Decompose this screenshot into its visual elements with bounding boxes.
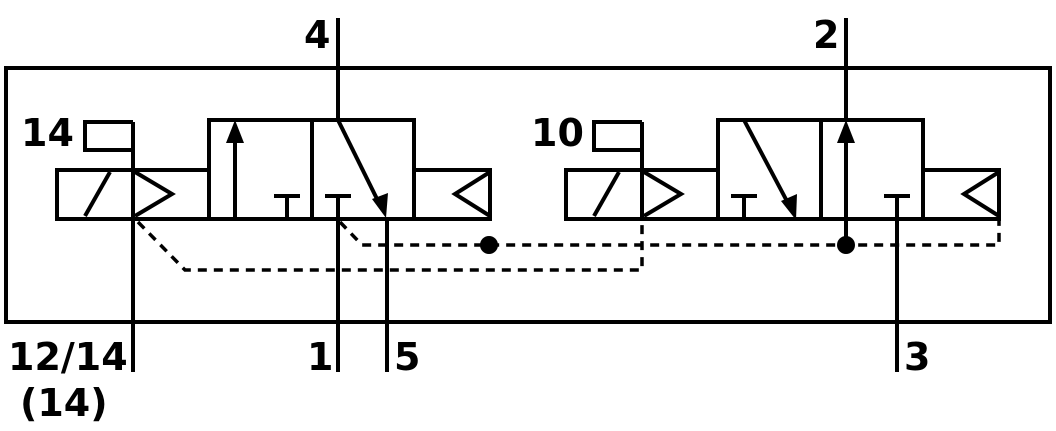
left-pilot-triangle [133, 170, 176, 218]
left-spring-box [412, 168, 492, 221]
right-manual-override [592, 120, 642, 152]
right-spring-triangle [960, 170, 1001, 218]
port-label-14-paren: (14) [20, 381, 108, 425]
right-square-b-arrowhead [837, 120, 855, 143]
left-square-a-arrowhead [226, 120, 244, 143]
pilot-junction-dot-right [837, 236, 855, 254]
port-label-4: 4 [304, 13, 330, 57]
left-manual-override [83, 120, 133, 152]
right-square-a-flow-line [742, 119, 791, 206]
right-valve [564, 118, 1001, 221]
right-valve-square-b [819, 118, 925, 221]
pilot-junction-dot-left [480, 236, 498, 254]
right-square-a-arrowhead [781, 194, 797, 220]
port-label-5: 5 [394, 335, 420, 379]
left-solenoid-coil-stroke [83, 171, 112, 217]
right-spring-box [921, 168, 1001, 221]
pilot-line-lower [136, 219, 644, 272]
port-label-14: 14 [21, 111, 74, 155]
left-spring-triangle [451, 170, 492, 218]
left-square-b-arrowhead [372, 193, 388, 218]
left-square-b-flow-line [336, 119, 381, 204]
valve-housing [4, 66, 1052, 324]
port-label-2: 2 [813, 13, 839, 57]
right-pilot-triangle [642, 170, 685, 218]
pilot-line-upper [338, 219, 1001, 247]
port-label-12-14: 12/14 [8, 335, 128, 379]
port-label-3: 3 [904, 335, 930, 379]
right-solenoid-coil-stroke [592, 171, 621, 217]
left-valve-square-a [207, 118, 314, 221]
port-label-1: 1 [307, 335, 333, 379]
port-label-10: 10 [531, 111, 584, 155]
left-valve [55, 118, 492, 221]
